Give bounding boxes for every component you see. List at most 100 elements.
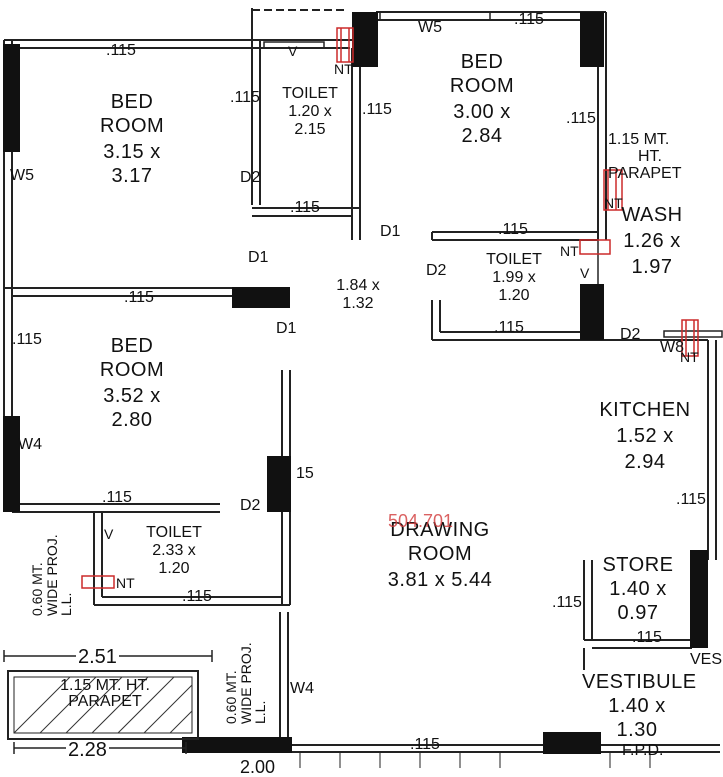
parapet-note-bottom: 1.15 MT. HT. PARAPET (30, 678, 180, 710)
proj-bottom-2: WIDE PROJ. (237, 642, 254, 724)
window-label: W4 (290, 680, 314, 697)
drawing-area-overlay: 504.701 (388, 511, 454, 531)
bed2-label: BED ROOM 3.00 x 2.84 (442, 52, 522, 146)
proj-left-1: 0.60 MT. (29, 562, 45, 616)
bed3-dim-1: 3.52 x (103, 385, 161, 407)
drawing-name-1: DRAWING (390, 519, 490, 541)
toilet1-label: TOILET 1.20 x 2.15 (274, 86, 346, 138)
door-label: D1 (380, 223, 401, 240)
nahani-trap-label: NT (116, 575, 135, 591)
parapet-right-2: HT. (638, 147, 662, 165)
thickness-label-15: 15 (296, 465, 314, 482)
toilet3-dim-2: 1.20 (158, 560, 190, 577)
window-label: W5 (418, 19, 442, 36)
proj-note-left: 0.60 MT. WIDE PROJ. L.L. (29, 534, 75, 616)
vestibule-label: VESTIBULE 1.40 x 1.30 (582, 672, 696, 741)
vent-label: V (580, 265, 590, 281)
passage-dim-1: 1.84 x (336, 277, 380, 294)
toilet2-name: TOILET (486, 251, 542, 268)
bed1-dim-1: 3.15 x (103, 141, 161, 163)
kitchen-dim-2: 2.94 (624, 451, 666, 473)
thickness-label: .115 (106, 42, 136, 59)
dim-2-28: 2.28 (66, 739, 109, 761)
vestibule-dim-1: 1.40 x (608, 695, 666, 717)
dim-2-00: 2.00 (240, 757, 276, 777)
toilet2-dim-1: 1.99 x (492, 269, 536, 286)
nahani-trap-label: NT (560, 243, 579, 259)
vestibule-stairs (299, 752, 651, 768)
bed2-name-1: BED (460, 51, 504, 73)
bed1-name-1: BED (110, 91, 154, 113)
door-label: D2 (240, 497, 261, 514)
ves-note: VES (690, 651, 723, 668)
wash-dim-2: 1.97 (631, 256, 673, 278)
nahani-trap-label: NT (604, 195, 623, 211)
drawing-dim: 3.81 x 5.44 (387, 569, 493, 591)
thickness-label: .115 (12, 331, 42, 348)
kitchen-name: KITCHEN (599, 399, 691, 421)
toilet2-dim-2: 1.20 (498, 287, 530, 304)
window-label: W4 (18, 436, 42, 453)
store-label: STORE 1.40 x 0.97 (592, 555, 684, 623)
vent-label: V (104, 526, 114, 542)
store-dim-2: 0.97 (617, 602, 659, 624)
bed3-dim-2: 2.80 (111, 409, 153, 431)
toilet1-name: TOILET (282, 85, 338, 102)
toilet3-label: TOILET 2.33 x 1.20 (138, 525, 210, 577)
thickness-label: .115 (552, 594, 582, 611)
thickness-label: .115 (632, 629, 662, 646)
thickness-label: .115 (362, 101, 392, 118)
door-label: D1 (276, 320, 297, 337)
fixture-marks (81, 27, 699, 589)
thickness-label: .115 (498, 221, 528, 238)
parapet-right-3: PARAPET (608, 164, 682, 182)
door-label: D2 (620, 326, 641, 343)
bed2-name-2: ROOM (449, 75, 515, 97)
door-label: D2 (426, 262, 447, 279)
window-label: W8 (660, 339, 684, 356)
toilet3-dim-1: 2.33 x (152, 542, 196, 559)
store-name: STORE (602, 554, 674, 576)
toilet2-label: TOILET 1.99 x 1.20 (478, 252, 550, 304)
proj-left-3: L.L. (58, 592, 75, 616)
parapet-right-1: 1.15 MT. (608, 131, 670, 148)
thickness-label: .115 (566, 110, 596, 127)
proj-note-bottom: 0.60 MT. WIDE PROJ. L.L. (223, 642, 268, 724)
bed1-dim-2: 3.17 (111, 165, 153, 187)
dim-2-51: 2.51 (76, 646, 119, 668)
vent-label: V (288, 43, 298, 59)
fpd-note: F.P.D. (622, 742, 664, 759)
bed3-name-1: BED (110, 335, 154, 357)
thickness-label: .115 (230, 89, 260, 106)
wash-dim-1: 1.26 x (623, 230, 681, 252)
thickness-label: .115 (182, 588, 212, 605)
vestibule-dim-2: 1.30 (616, 719, 658, 741)
thickness-label: .115 (290, 199, 320, 216)
toilet1-dim-1: 1.20 x (288, 103, 332, 120)
bed2-dim-2: 2.84 (461, 125, 503, 147)
wash-label: WASH 1.26 x 1.97 (604, 205, 700, 277)
thickness-label: .115 (102, 489, 132, 506)
passage-label: 1.84 x 1.32 (322, 278, 394, 312)
wash-name: WASH (621, 204, 683, 226)
thickness-label: .115 (124, 289, 154, 306)
bed1-label: BED ROOM 3.15 x 3.17 (100, 92, 164, 186)
parapet-bottom-2: PARAPET (68, 693, 142, 710)
passage-dim-2: 1.32 (342, 295, 374, 312)
toilet3-name: TOILET (146, 524, 202, 541)
store-dim-1: 1.40 x (609, 578, 667, 600)
drawing-room-label: DRAWING ROOM 3.81 x 5.44 (360, 520, 520, 590)
nahani-trap-label: NT (334, 61, 353, 77)
proj-left-2: WIDE PROJ. (43, 534, 60, 616)
solid-wall-columns (3, 12, 708, 754)
bed3-name-2: ROOM (99, 359, 165, 381)
parapet-note-right: 1.15 MT. HT. PARAPET (608, 131, 682, 182)
nahani-trap-label: NT (680, 349, 699, 365)
drawing-name-2: ROOM (407, 543, 473, 565)
kitchen-dim-1: 1.52 x (616, 425, 674, 447)
bed1-name-2: ROOM (100, 115, 165, 137)
toilet1-dim-2: 2.15 (294, 121, 326, 138)
thickness-label: .115 (676, 491, 706, 508)
door-label: D2 (240, 169, 261, 186)
bed2-dim-1: 3.00 x (453, 101, 511, 123)
